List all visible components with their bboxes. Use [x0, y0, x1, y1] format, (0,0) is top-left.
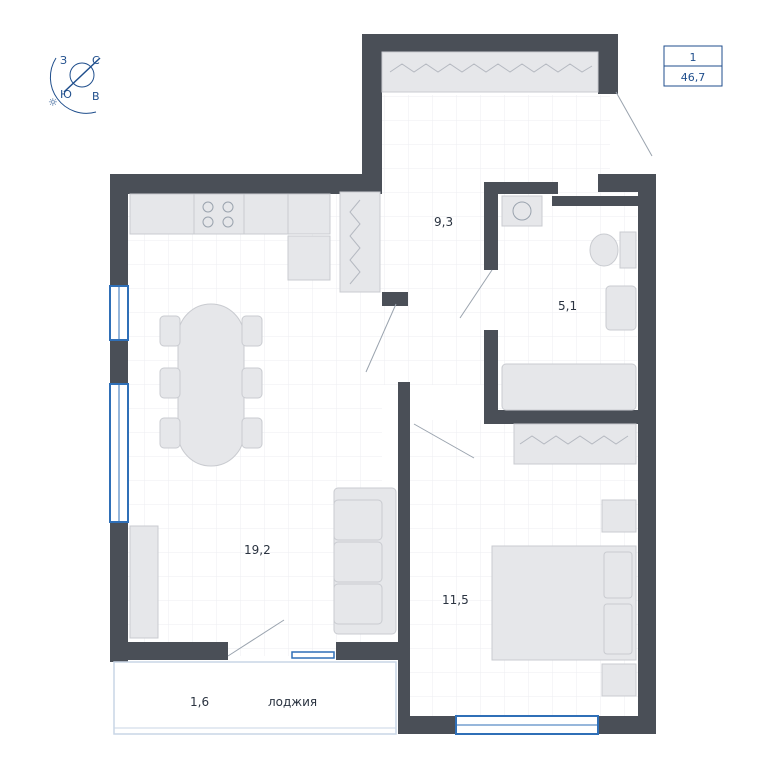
wall [110, 522, 128, 662]
toilet-tank [619, 231, 637, 269]
loggia [113, 661, 397, 735]
washbasin [605, 285, 637, 331]
unit-info-box: 1 46,7 [663, 45, 723, 87]
hall-closet [339, 191, 381, 293]
burner [222, 201, 234, 213]
wall [336, 642, 408, 660]
sofa-cushion [333, 499, 383, 541]
pillow [603, 603, 633, 655]
wall [398, 382, 410, 734]
loggia-name-label: лоджия [268, 695, 317, 709]
bedroom-wardrobe [513, 423, 637, 465]
hangers [349, 63, 629, 445]
walls [110, 34, 656, 734]
wall [484, 182, 498, 270]
bathtub [501, 363, 637, 411]
burner [222, 216, 234, 228]
compass-arc [49, 57, 97, 114]
doors [227, 91, 653, 657]
wall [394, 292, 408, 306]
wall [398, 716, 456, 734]
loggia-area-label: 1,6 [190, 695, 209, 709]
wall [110, 174, 128, 286]
door-bedroom [413, 423, 475, 459]
windows [109, 285, 599, 735]
wall [598, 34, 618, 94]
door-loggia [227, 619, 285, 657]
wall [110, 340, 128, 384]
kitchen-living-area-label: 19,2 [244, 543, 271, 557]
washing-machine-drum [512, 201, 532, 221]
furniture [129, 51, 637, 697]
sun-icon: ☼ [48, 96, 58, 109]
compass: С З Ю В ☼ [48, 54, 101, 114]
chair [241, 417, 263, 449]
hanger-line [519, 435, 629, 445]
wall [110, 174, 382, 194]
chair [241, 367, 263, 399]
washing-machine [501, 195, 543, 227]
loggia-floor [116, 662, 386, 734]
nightstand [601, 499, 637, 533]
compass-ring [69, 62, 95, 88]
hanger-line [389, 63, 593, 73]
nightstand [601, 663, 637, 697]
wall [638, 174, 656, 734]
wall [484, 182, 558, 194]
wall [484, 410, 638, 424]
bathroom-area-label: 5,1 [558, 299, 577, 313]
counter [243, 193, 289, 235]
sofa-cushion [333, 541, 383, 583]
compass-needle [63, 57, 101, 93]
burner [202, 201, 214, 213]
wall [362, 34, 382, 179]
bedroom-area-label: 11,5 [442, 593, 469, 607]
chair [241, 315, 263, 347]
counter [287, 193, 331, 235]
stove-burners [202, 201, 532, 228]
wall [484, 330, 498, 422]
compass-west: З [60, 54, 67, 67]
balcony-wardrobe [381, 51, 599, 93]
fridge [129, 193, 195, 235]
door-balcony [615, 91, 653, 157]
unit-total-area: 46,7 [681, 71, 706, 84]
sofa-cushion [333, 583, 383, 625]
wall [362, 34, 616, 52]
pillow [603, 551, 633, 599]
loggia-outline [113, 661, 397, 735]
door-living [365, 303, 397, 373]
wall [552, 196, 638, 206]
compass-south: Ю [60, 88, 72, 101]
hall-area-label: 9,3 [434, 215, 453, 229]
dining-table [177, 303, 245, 467]
window [291, 651, 335, 659]
chair [159, 315, 181, 347]
stove [193, 193, 245, 235]
wall [110, 642, 228, 660]
compass-east: В [92, 90, 100, 103]
hanger-line [349, 199, 361, 285]
door-bathroom [459, 269, 493, 319]
sink [287, 235, 331, 281]
tv-unit [129, 525, 159, 639]
wall [598, 174, 656, 192]
burner [202, 216, 214, 228]
unit-number: 1 [690, 51, 697, 64]
compass-north: С [92, 54, 100, 67]
chair [159, 417, 181, 449]
chair [159, 367, 181, 399]
toilet [589, 233, 619, 267]
